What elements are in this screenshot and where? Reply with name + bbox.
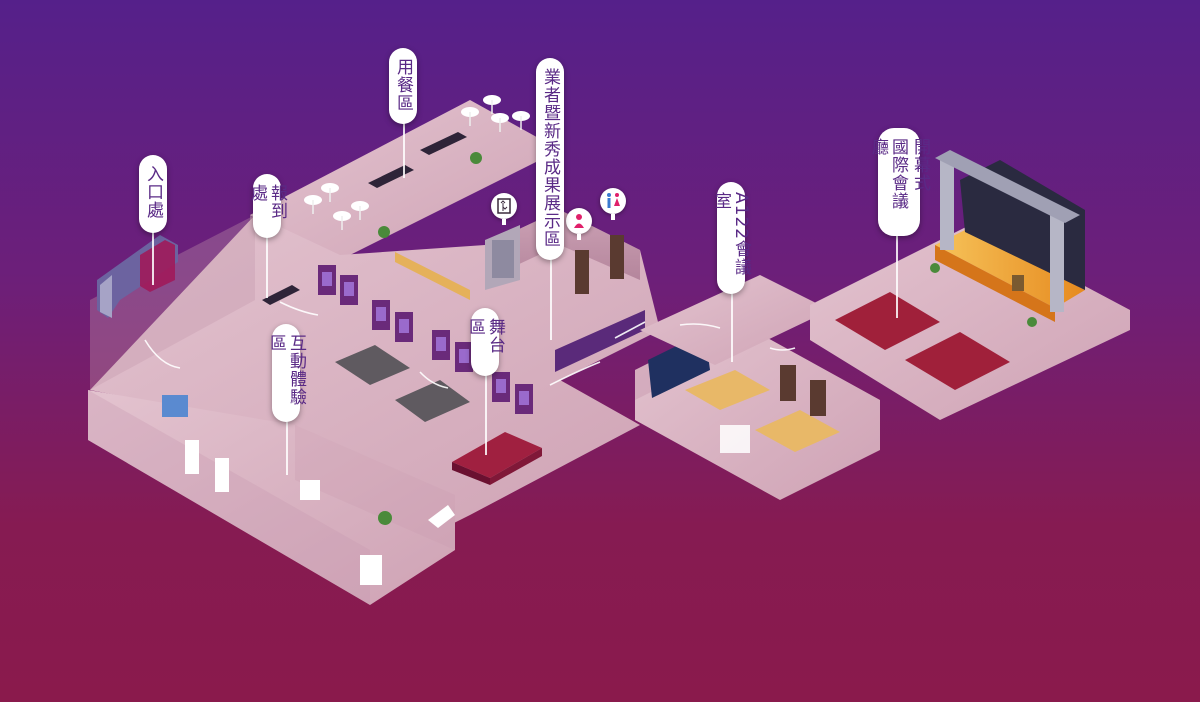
dining-pin bbox=[403, 122, 405, 178]
restroom-icon bbox=[600, 188, 626, 220]
interactive-pin bbox=[286, 420, 288, 475]
dining-label: 用餐區 bbox=[389, 48, 417, 124]
registration-counter bbox=[262, 285, 300, 305]
stage-area-label: 舞台區 bbox=[465, 308, 505, 376]
registration-label: 報到處 bbox=[247, 174, 287, 238]
stage-pin bbox=[485, 375, 487, 455]
hall-pin bbox=[896, 234, 898, 318]
exhibitors-pin bbox=[550, 258, 552, 340]
long-counter bbox=[395, 252, 470, 300]
meeting-room-label: A122會議室 bbox=[711, 182, 751, 294]
stage-platform bbox=[452, 432, 542, 485]
interactive-zone bbox=[88, 390, 455, 605]
hall-label: 開幕式 國際會議廳 bbox=[868, 128, 930, 236]
nursing-room-icon bbox=[566, 208, 592, 240]
elevator-icon bbox=[491, 193, 517, 225]
exhibitor-booths bbox=[318, 265, 645, 414]
entrance-label: 入口處 bbox=[139, 155, 167, 233]
flow-arrows bbox=[144, 301, 796, 389]
interactive-label: 互動體驗區 bbox=[266, 324, 306, 422]
corridor bbox=[640, 275, 830, 365]
conference-hall bbox=[810, 150, 1130, 420]
meeting-room-pin bbox=[731, 292, 733, 362]
exit-arrow bbox=[428, 505, 455, 528]
exhibitors-label: 業者暨新秀成果展示區 bbox=[536, 58, 564, 260]
meeting-room-a122 bbox=[635, 320, 880, 500]
stage-audience-chairs bbox=[335, 345, 470, 422]
entrance-gate bbox=[97, 235, 178, 318]
entrance-pin bbox=[152, 230, 154, 285]
registration-pin bbox=[266, 236, 268, 298]
